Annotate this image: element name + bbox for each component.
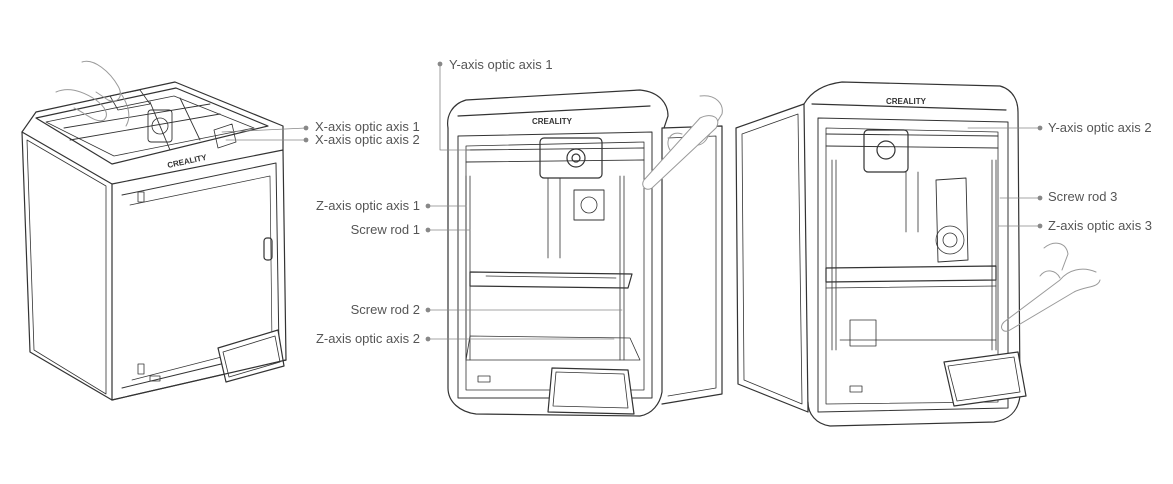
label-z-axis-optic-axis-1: Z-axis optic axis 1 [315,198,420,213]
brand-logo-text-front: CREALITY [532,117,573,126]
label-x-axis-optic-axis-1: X-axis optic axis 1 [315,119,420,134]
printer-top-view: CREALITY [21,60,287,401]
printer-front-view: CREALITY [447,89,723,417]
leader-dots [303,61,1043,342]
label-y-axis-optic-axis-2: Y-axis optic axis 2 [1048,120,1152,135]
label-screw-rod-2: Screw rod 2 [350,302,420,317]
label-y-axis-optic-axis-1: Y-axis optic axis 1 [449,57,553,72]
label-z-axis-optic-axis-2: Z-axis optic axis 2 [315,331,420,346]
label-screw-rod-1: Screw rod 1 [350,222,420,237]
printer-side-view: CREALITY [735,81,1101,427]
label-screw-rod-3: Screw rod 3 [1048,189,1118,204]
brand-logo-text-side: CREALITY [886,97,927,106]
leader-lines [221,63,1041,340]
label-x-axis-optic-axis-2: X-axis optic axis 2 [315,132,420,147]
label-z-axis-optic-axis-3: Z-axis optic axis 3 [1048,218,1153,233]
brand-logo-text: CREALITY [167,153,209,170]
